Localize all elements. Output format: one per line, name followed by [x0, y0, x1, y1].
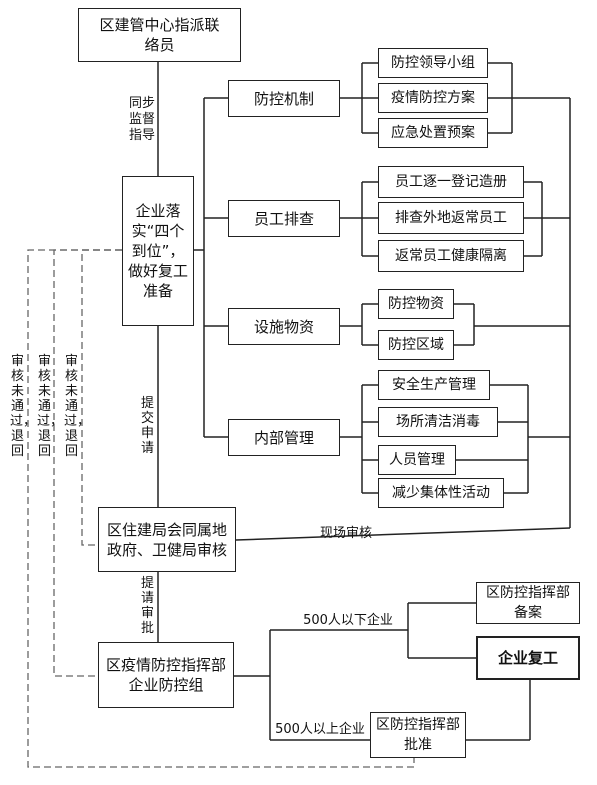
- enterprise-text: 企业落实“四个到位”，做好复工准备: [127, 202, 188, 300]
- district-center-text: 区建管中心指派联络员: [99, 16, 220, 54]
- supplies-text: 防控物资: [388, 296, 444, 312]
- over-500-label: 500人以上企业: [275, 722, 365, 737]
- control-area-text: 防控区域: [388, 337, 444, 353]
- isolation-box: 返常员工健康隔离: [378, 240, 524, 272]
- disinfection-text: 场所清洁消毒: [396, 414, 480, 430]
- isolation-text: 返常员工健康隔离: [395, 248, 507, 264]
- epidemic-plan-box: 疫情防控方案: [378, 83, 488, 113]
- personnel-mgmt-text: 人员管理: [389, 452, 445, 468]
- command-record-text: 区防控指挥部备案: [486, 585, 570, 621]
- command-approve-box: 区防控指挥部批准: [370, 712, 466, 758]
- facilities-box: 设施物资: [228, 308, 340, 345]
- safety-mgmt-text: 安全生产管理: [392, 377, 476, 393]
- command-record-box: 区防控指挥部备案: [476, 582, 580, 624]
- emergency-plan-box: 应急处置预案: [378, 118, 488, 148]
- disinfection-box: 场所清洁消毒: [378, 407, 498, 437]
- reject-label-outer: 审核未通过，退回: [10, 354, 37, 459]
- epidemic-group-box: 区疫情防控指挥部企业防控组: [98, 642, 234, 708]
- request-approval-label: 提请审批: [140, 576, 154, 636]
- supplies-box: 防控物资: [378, 289, 454, 319]
- check-returnees-text: 排查外地返常员工: [395, 210, 507, 226]
- reject-label-middle: 审核未通过，退回: [37, 354, 64, 459]
- staff-register-box: 员工逐一登记造册: [378, 166, 524, 198]
- command-approve-text: 区防控指挥部批准: [376, 717, 460, 753]
- staff-register-text: 员工逐一登记造册: [395, 174, 507, 190]
- personnel-mgmt-box: 人员管理: [378, 445, 456, 475]
- epidemic-group-text: 区疫情防控指挥部企业防控组: [105, 656, 226, 694]
- submit-label: 提交申请: [140, 396, 154, 456]
- internal-mgmt-text: 内部管理: [253, 428, 314, 447]
- joint-review-box: 区住建局会同属地政府、卫健局审核: [98, 507, 236, 572]
- epidemic-plan-text: 疫情防控方案: [391, 90, 475, 106]
- staff-check-text: 员工排查: [253, 209, 314, 228]
- guide-label: 同步监督指导: [128, 96, 155, 143]
- resume-work-text: 企业复工: [497, 649, 558, 667]
- reduce-activities-box: 减少集体性活动: [378, 478, 504, 508]
- site-review-label: 现场审核: [319, 526, 372, 541]
- joint-review-text: 区住建局会同属地政府、卫健局审核: [106, 520, 227, 559]
- staff-check-box: 员工排查: [228, 200, 340, 237]
- leading-group-box: 防控领导小组: [378, 48, 488, 78]
- check-returnees-box: 排查外地返常员工: [378, 202, 524, 234]
- leading-group-text: 防控领导小组: [391, 55, 475, 71]
- enterprise-box: 企业落实“四个到位”，做好复工准备: [122, 176, 194, 326]
- district-center-box: 区建管中心指派联络员: [78, 8, 241, 62]
- mechanism-box: 防控机制: [228, 80, 340, 117]
- resume-work-box: 企业复工: [476, 636, 580, 680]
- under-500-label: 500人以下企业: [303, 613, 393, 628]
- emergency-plan-text: 应急处置预案: [391, 125, 475, 141]
- facilities-text: 设施物资: [253, 317, 314, 336]
- mechanism-text: 防控机制: [253, 89, 314, 108]
- safety-mgmt-box: 安全生产管理: [378, 370, 490, 400]
- reject-label-inner: 审核未通过，退回: [64, 354, 91, 459]
- control-area-box: 防控区域: [378, 330, 454, 360]
- internal-mgmt-box: 内部管理: [228, 419, 340, 456]
- reduce-activities-text: 减少集体性活动: [392, 485, 490, 501]
